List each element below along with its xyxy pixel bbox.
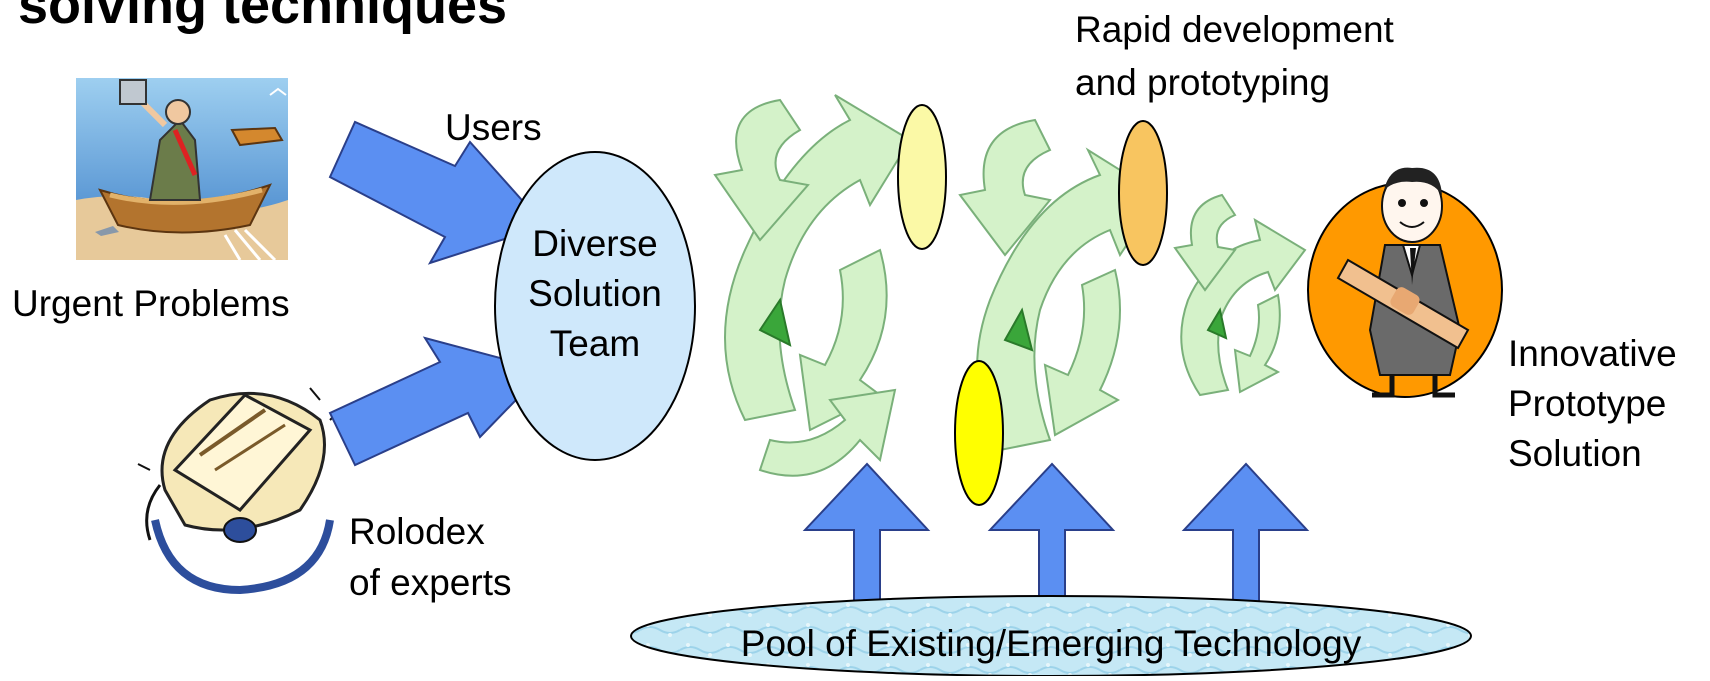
innovative-label-line1: Innovative xyxy=(1508,333,1677,374)
pale-yellow-ellipse xyxy=(897,104,947,250)
rapid-label-line2: and prototyping xyxy=(1075,62,1331,103)
rolodex-label-line2: of experts xyxy=(349,562,512,603)
experts-arrow xyxy=(328,336,547,467)
iteration-cycle-1 xyxy=(713,94,912,477)
businessman-bandage-clipart xyxy=(1336,167,1470,398)
pool-label: Pool of Existing/Emerging Technology xyxy=(740,623,1362,664)
sinking-boat-clipart xyxy=(76,78,288,262)
iteration-cycle-2 xyxy=(958,118,1162,452)
team-label-line1: Diverse xyxy=(532,223,658,264)
light-orange-ellipse xyxy=(1118,120,1168,266)
innovative-label-line3: Solution xyxy=(1508,433,1642,474)
slide-title: solving techniques xyxy=(18,0,508,35)
team-ellipse xyxy=(494,151,696,461)
iteration-cycle-3 xyxy=(1173,193,1307,397)
team-label-line2: Solution xyxy=(528,273,662,314)
rolodex-label-line1: Rolodex xyxy=(349,511,485,552)
up-arrow-2 xyxy=(987,462,1116,616)
yellow-ellipse xyxy=(954,360,1004,506)
up-arrow-1 xyxy=(802,462,931,616)
rapid-label-line1: Rapid development xyxy=(1075,9,1394,50)
up-arrow-3 xyxy=(1181,462,1310,616)
urgent-problems-label: Urgent Problems xyxy=(12,283,290,324)
users-arrow xyxy=(328,120,547,265)
rolodex-clipart xyxy=(137,387,341,595)
users-label: Users xyxy=(445,107,542,148)
team-label-line3: Team xyxy=(549,323,641,364)
innovative-label-line2: Prototype xyxy=(1508,383,1667,424)
